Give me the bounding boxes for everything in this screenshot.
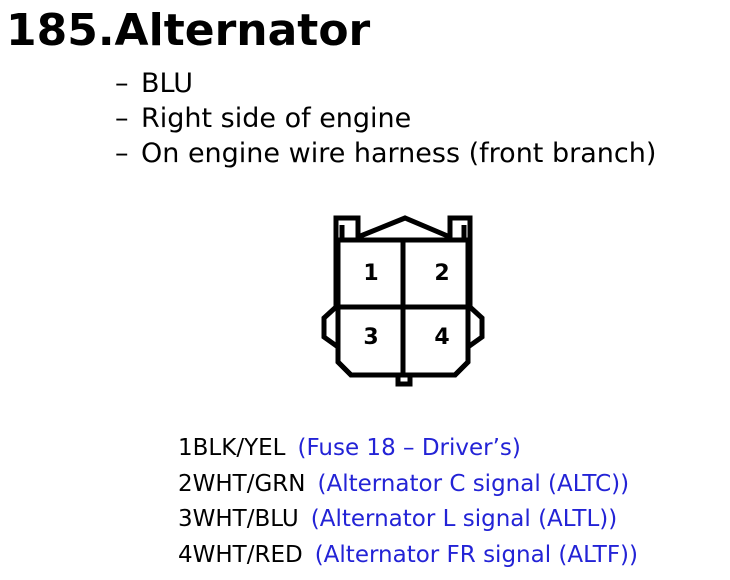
pin-description: (Alternator FR signal (ALTF)) <box>314 541 638 568</box>
latch-detail <box>339 225 467 239</box>
connector-diagram: 1 2 3 4 <box>321 215 485 387</box>
pin-description: (Alternator L signal (ALTL)) <box>310 506 618 532</box>
page-title: 185.Alternator <box>6 5 371 56</box>
note-dash: – <box>115 138 129 169</box>
pin-number: 1 <box>178 435 193 461</box>
connector-notes: –BLU –Right side of engine –On engine wi… <box>115 66 656 171</box>
note-text: On engine wire harness (front branch) <box>141 138 657 169</box>
pin-wire-color: WHT/GRN <box>192 470 306 497</box>
pin-description: (Alternator C signal (ALTC)) <box>317 470 630 497</box>
pin-number: 4 <box>178 541 193 568</box>
note-text: BLU <box>141 68 193 99</box>
pin-label-2: 2 <box>434 261 449 286</box>
pin-row: 3WHT/BLU (Alternator L signal (ALTL)) <box>178 502 638 538</box>
pin-wire-color: WHT/BLU <box>192 506 299 532</box>
pin-row: 2WHT/GRN (Alternator C signal (ALTC)) <box>178 467 638 503</box>
note-item: –Right side of engine <box>115 101 656 136</box>
note-text: Right side of engine <box>141 103 412 134</box>
pin-label-3: 3 <box>363 325 378 350</box>
note-item: –BLU <box>115 66 656 101</box>
pin-label-1: 1 <box>363 261 378 286</box>
pin-wire-color: BLK/YEL <box>192 435 286 461</box>
note-dash: – <box>115 103 129 134</box>
pin-cavity-block <box>335 237 471 378</box>
note-item: –On engine wire harness (front branch) <box>115 136 656 171</box>
pin-row: 1BLK/YEL (Fuse 18 – Driver’s) <box>178 431 638 467</box>
pin-row: 4WHT/RED (Alternator FR signal (ALTF)) <box>178 538 638 574</box>
pin-number: 3 <box>178 506 193 532</box>
pin-number: 2 <box>178 470 193 497</box>
pin-label-4: 4 <box>434 325 449 350</box>
pin-wire-color: WHT/RED <box>192 541 303 568</box>
note-dash: – <box>115 68 129 99</box>
pin-assignment-list: 1BLK/YEL(Fuse 18 – Driver’s) 2WHT/GRN(Al… <box>178 431 638 573</box>
pin-description: (Fuse 18 – Driver’s) <box>297 435 521 461</box>
